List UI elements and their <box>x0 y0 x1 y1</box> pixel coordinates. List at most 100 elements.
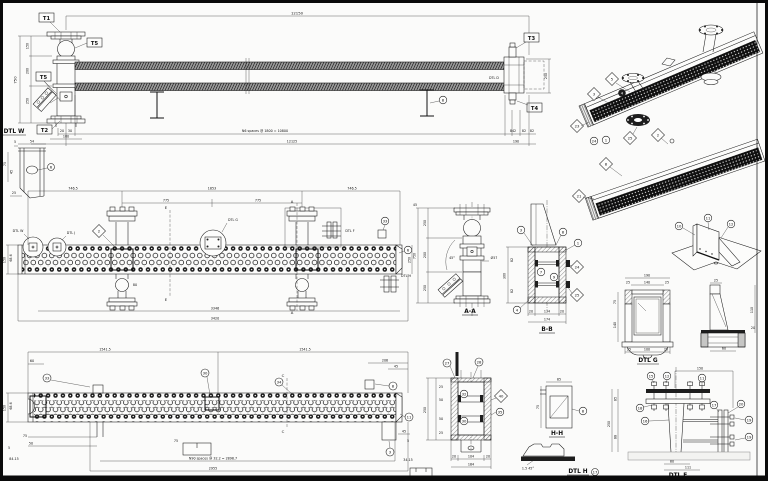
svg-text:4: 4 <box>516 308 519 313</box>
svg-text:3: 3 <box>389 450 392 455</box>
svg-text:19: 19 <box>747 418 752 423</box>
section-h-h: 85 75 8 H-H <box>536 378 588 438</box>
dim: 180 <box>63 135 69 139</box>
svg-text:35: 35 <box>498 410 503 415</box>
dim: 75 <box>613 300 617 304</box>
svg-text:10: 10 <box>677 224 682 229</box>
dim: 250 <box>423 220 427 226</box>
svg-text:6: 6 <box>407 248 410 253</box>
tag-t5-upper: T5 <box>74 37 103 49</box>
dim: 54 <box>30 140 34 144</box>
dim: 200 <box>423 252 427 258</box>
dim: 140 <box>644 281 650 285</box>
detail-circle-j: DTL J <box>47 231 75 257</box>
end-detail: DTL H <box>380 274 411 293</box>
balloon: 4 <box>512 299 530 315</box>
iso-lug <box>661 57 676 67</box>
dim: 1541.5 <box>299 348 311 352</box>
dim: 250 <box>423 285 427 291</box>
dim: 50 <box>439 417 443 421</box>
section-label-hh: H-H <box>549 431 565 438</box>
detail-circle-g: DTL G <box>199 218 238 257</box>
dim: 140 <box>613 322 617 328</box>
svg-text:24: 24 <box>575 265 580 270</box>
dim: 250 <box>423 407 427 413</box>
dim: 250 <box>544 73 548 79</box>
svg-text:T5: T5 <box>91 41 99 47</box>
i-beam-support-1 <box>150 91 164 119</box>
dtl-g-detail: 190 25 140 25 75 140 25 100 25 DTL G 25 … <box>613 274 756 365</box>
nozzle-down-1 <box>106 274 138 311</box>
dim: 1853 <box>208 187 216 191</box>
svg-text:40: 40 <box>499 394 504 399</box>
plan-view-bottom: 33 30 34 8 11 C C 1541.5 1541.5 206 45 6… <box>3 348 433 478</box>
svg-text:DTL G: DTL G <box>228 218 238 222</box>
section-a-a: 45° 250 200 250 750 Ø57 A-A <box>413 202 497 316</box>
callout-diamond: 23 <box>570 119 590 133</box>
svg-text:15: 15 <box>649 374 654 379</box>
dim: 82 <box>522 129 526 133</box>
svg-text:11: 11 <box>407 415 412 420</box>
dim: 20 <box>60 129 64 133</box>
balloon: 10 <box>674 221 696 236</box>
callout-diamond: 8 <box>599 157 623 177</box>
nozzle-down-2 <box>286 274 318 311</box>
dim: 82 <box>510 289 514 293</box>
balloon: 11 <box>697 373 707 385</box>
ball-joint <box>57 40 75 58</box>
dim: 111 <box>685 466 691 470</box>
dim: 104 <box>468 455 474 459</box>
section-marker-e: E <box>165 297 168 302</box>
svg-text:7: 7 <box>540 270 543 275</box>
balloon: 24 <box>589 136 599 146</box>
nozzle-up-2 <box>286 206 318 245</box>
balloon: 17 <box>709 400 720 413</box>
svg-text:19: 19 <box>747 435 752 440</box>
iso-beam-2 <box>585 138 766 221</box>
svg-text:1: 1 <box>605 138 608 143</box>
balloon: 18 <box>635 403 653 413</box>
dim: 60 <box>30 359 34 363</box>
svg-text:T3: T3 <box>528 36 536 42</box>
dim: 300 <box>503 273 507 279</box>
svg-text:33: 33 <box>383 219 388 224</box>
dim: 25 <box>439 431 443 435</box>
svg-text:18: 18 <box>638 406 643 411</box>
svg-text:17: 17 <box>712 403 717 408</box>
iso-flange-bottom-dark <box>626 114 650 126</box>
section-b-b: 3 8 1 7 9 4 24 25 300 82 82 20 134 20 17… <box>503 200 584 334</box>
spray-rod-lower <box>74 82 506 91</box>
side-flange-dtl-f: DTL F <box>322 221 355 239</box>
tag-t3: T3 <box>515 32 540 49</box>
callout-diamond: 2 <box>92 224 115 247</box>
dim: 45 <box>10 170 14 174</box>
dtl-h-detail: 1.5 45° DTL H 17 <box>521 443 599 476</box>
iso-foot-flange <box>700 61 722 85</box>
dtl-w-detail: DTL W 6 5 54 75 45 25 <box>3 129 55 199</box>
svg-text:DTL G: DTL G <box>638 358 657 364</box>
svg-text:25: 25 <box>628 136 633 141</box>
dim: 45 <box>394 365 398 369</box>
dim: 88 <box>614 435 618 439</box>
balloon: 6 <box>398 245 413 255</box>
tag-t4: T4 <box>516 100 543 113</box>
balloon-filled: 4 <box>618 89 626 97</box>
dtl-f-detail: 150 15 12 11 18 16 17 20 19 19 250 85 88… <box>607 367 754 479</box>
svg-text:32: 32 <box>462 392 467 397</box>
dim: 85 <box>614 397 618 401</box>
balloon: 17 <box>591 468 599 476</box>
svg-text:3: 3 <box>520 228 523 233</box>
tag-t5-lower: T5 <box>35 71 61 101</box>
svg-text:DTL J: DTL J <box>67 231 75 235</box>
label-dtl-d: DTL D <box>489 76 499 80</box>
isometric-views: 5 3 23 25 2 8 21 24 1 4 <box>570 24 766 221</box>
balloon: 8 <box>555 227 568 246</box>
weld-symbol-text: 1.5 45° <box>522 467 534 471</box>
section-marker-a: A <box>291 199 294 204</box>
dim: 25 <box>665 281 669 285</box>
svg-text:T4: T4 <box>531 106 539 112</box>
dim: 110 <box>750 307 754 313</box>
dim: 25 <box>714 279 718 283</box>
dim-elev-spaces: N6 spaces @ 1800 = 10800 <box>242 129 288 133</box>
